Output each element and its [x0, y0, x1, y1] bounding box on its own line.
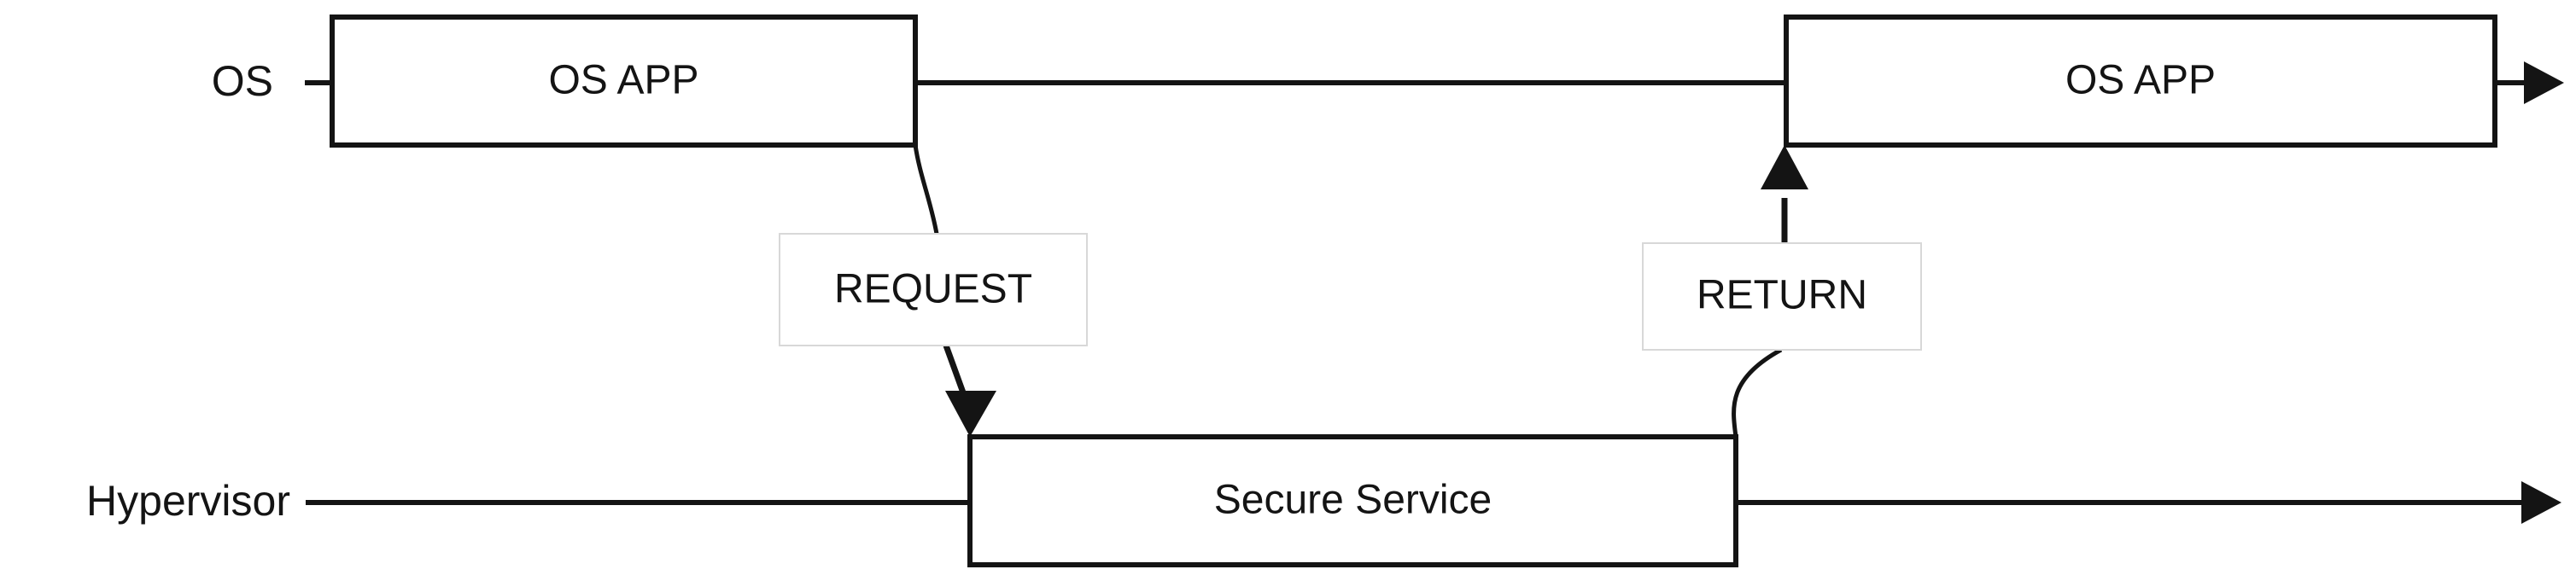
- message-return[interactable]: RETURN: [1642, 145, 1922, 438]
- message-request[interactable]: REQUEST: [779, 144, 1088, 437]
- activation-os-app-2-label: OS APP: [2065, 58, 2216, 103]
- activation-os-app-1-box[interactable]: [330, 15, 918, 148]
- activation-os-app-2[interactable]: OS APP: [1784, 15, 2497, 148]
- lane-label-hypervisor: Hypervisor: [86, 477, 290, 525]
- lane-hypervisor: Secure Service Hypervisor: [86, 434, 2561, 567]
- message-return-arrowhead-icon: [1761, 145, 1808, 189]
- os-lifeline-arrowhead-icon: [2524, 61, 2564, 104]
- activation-secure-service[interactable]: Secure Service: [967, 434, 1738, 567]
- message-return-curve-lower: [1732, 347, 1783, 438]
- message-request-label: REQUEST: [834, 267, 1032, 312]
- lane-os: OS APP OS APP OS: [212, 15, 2564, 148]
- activation-os-app-1-label: OS APP: [548, 58, 698, 103]
- activation-os-app-2-box[interactable]: [1784, 15, 2497, 148]
- activation-secure-service-box[interactable]: [967, 434, 1738, 567]
- activation-os-app-1[interactable]: OS APP: [330, 15, 918, 148]
- hypervisor-lifeline-arrowhead-icon: [2521, 481, 2561, 524]
- message-request-arrowhead-icon: [945, 391, 996, 437]
- activation-secure-service-label: Secure Service: [1214, 478, 1492, 523]
- message-request-curve-upper: [913, 144, 939, 235]
- message-return-label: RETURN: [1697, 273, 1867, 318]
- lane-label-os: OS: [212, 57, 273, 105]
- message-return-label-box[interactable]: [1642, 242, 1922, 351]
- message-request-label-box[interactable]: [779, 233, 1088, 346]
